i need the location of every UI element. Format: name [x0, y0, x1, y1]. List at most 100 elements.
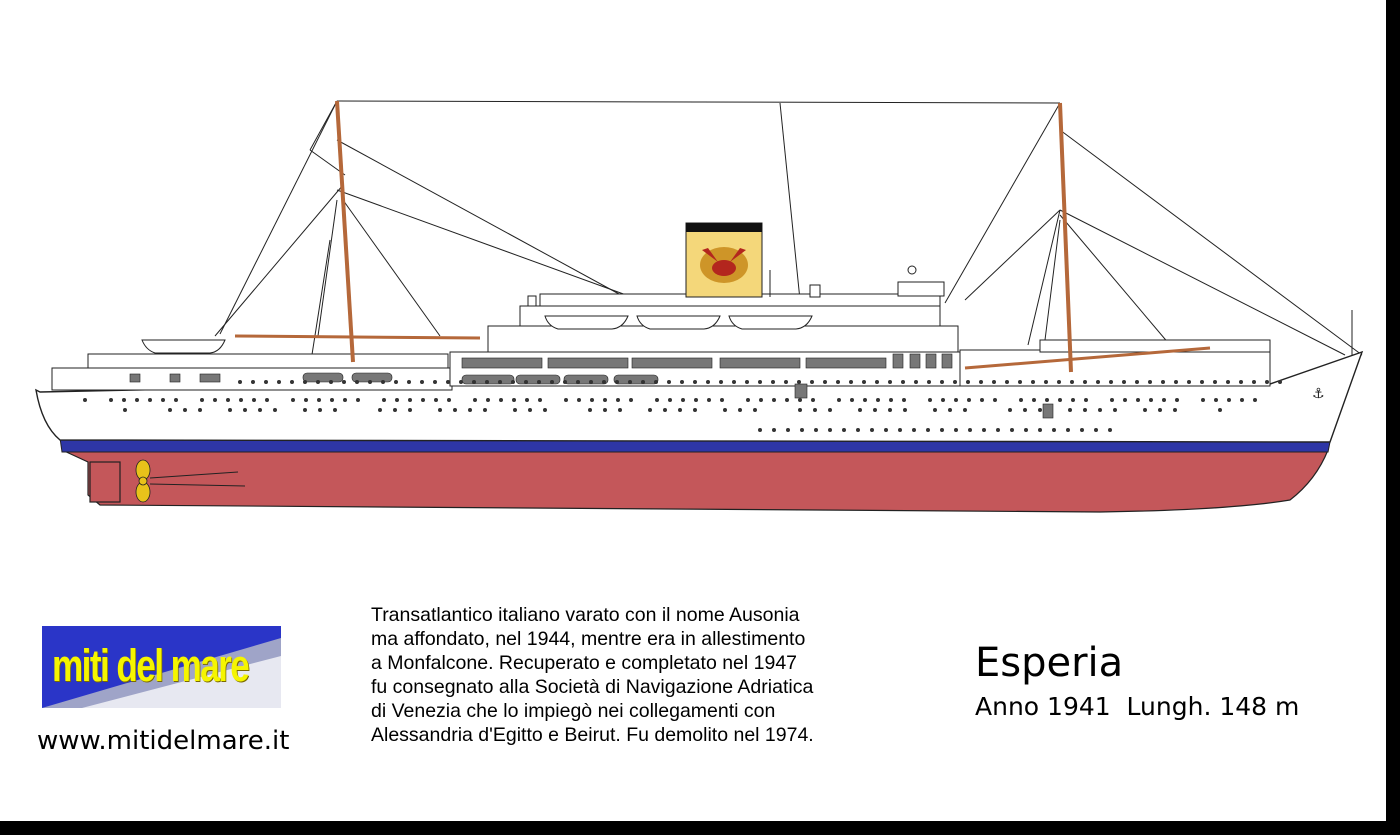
porthole [784, 380, 788, 384]
porthole [459, 380, 463, 384]
porthole [875, 380, 879, 384]
porthole [940, 428, 944, 432]
porthole [1005, 380, 1009, 384]
porthole [123, 408, 127, 412]
porthole [528, 408, 532, 412]
porthole [291, 398, 295, 402]
porthole [1213, 380, 1217, 384]
ship-description: Transatlantico italiano varato con il no… [371, 603, 931, 747]
porthole [1135, 380, 1139, 384]
porthole [511, 380, 515, 384]
porthole [745, 380, 749, 384]
porthole [228, 408, 232, 412]
porthole [888, 380, 892, 384]
porthole [1071, 398, 1075, 402]
porthole [901, 380, 905, 384]
porthole [330, 398, 334, 402]
porthole [393, 408, 397, 412]
porthole [265, 398, 269, 402]
porthole [663, 408, 667, 412]
description-line: ma affondato, nel 1944, mentre era in al… [371, 628, 806, 650]
porthole [862, 380, 866, 384]
website-link[interactable]: www.mitidelmare.it [37, 726, 290, 756]
porthole [1057, 380, 1061, 384]
porthole [914, 380, 918, 384]
porthole [168, 408, 172, 412]
porthole [888, 408, 892, 412]
description-line: Transatlantico italiano varato con il no… [371, 604, 800, 626]
porthole [966, 380, 970, 384]
winged-lion-emblem [700, 247, 748, 283]
porthole [277, 380, 281, 384]
porthole [1136, 398, 1140, 402]
porthole [1113, 408, 1117, 412]
porthole [746, 398, 750, 402]
porthole [1227, 398, 1231, 402]
porthole [588, 408, 592, 412]
porthole [183, 408, 187, 412]
porthole [382, 398, 386, 402]
description-line: Alessandria d'Egitto e Beirut. Fu demoli… [371, 724, 814, 746]
porthole [576, 380, 580, 384]
porthole [543, 408, 547, 412]
porthole [421, 398, 425, 402]
porthole [1253, 398, 1257, 402]
porthole [356, 398, 360, 402]
porthole [811, 398, 815, 402]
porthole [1162, 398, 1166, 402]
porthole [928, 398, 932, 402]
porthole [641, 380, 645, 384]
porthole [1008, 408, 1012, 412]
porthole [785, 398, 789, 402]
porthole [889, 398, 893, 402]
porthole [200, 398, 204, 402]
porthole [603, 408, 607, 412]
porthole [849, 380, 853, 384]
porthole [680, 380, 684, 384]
porthole [1019, 398, 1023, 402]
porthole [1122, 380, 1126, 384]
porthole [628, 380, 632, 384]
porthole [550, 380, 554, 384]
site-logo[interactable]: miti del mare [42, 626, 281, 708]
porthole [1239, 380, 1243, 384]
porthole [1278, 380, 1282, 384]
porthole [378, 408, 382, 412]
porthole [1123, 398, 1127, 402]
porthole [1096, 380, 1100, 384]
porthole [884, 428, 888, 432]
porthole [524, 380, 528, 384]
porthole [589, 380, 593, 384]
porthole [723, 408, 727, 412]
porthole [1173, 408, 1177, 412]
porthole [753, 408, 757, 412]
porthole [290, 380, 294, 384]
porthole [498, 380, 502, 384]
porthole [1161, 380, 1165, 384]
porthole [654, 380, 658, 384]
porthole [933, 408, 937, 412]
porthole [453, 408, 457, 412]
porthole [678, 408, 682, 412]
porthole [239, 398, 243, 402]
porthole [902, 398, 906, 402]
porthole [771, 380, 775, 384]
porthole [856, 428, 860, 432]
porthole [1214, 398, 1218, 402]
porthole [648, 408, 652, 412]
porthole [1200, 380, 1204, 384]
porthole [1038, 408, 1042, 412]
porthole [161, 398, 165, 402]
porthole [577, 398, 581, 402]
ship-facts: Anno 1941 Lungh. 148 m [975, 692, 1300, 721]
porthole [912, 428, 916, 432]
porthole [537, 380, 541, 384]
porthole [693, 380, 697, 384]
porthole [732, 380, 736, 384]
porthole [513, 408, 517, 412]
porthole [876, 398, 880, 402]
porthole [135, 398, 139, 402]
porthole [836, 380, 840, 384]
porthole [1174, 380, 1178, 384]
porthole [317, 398, 321, 402]
